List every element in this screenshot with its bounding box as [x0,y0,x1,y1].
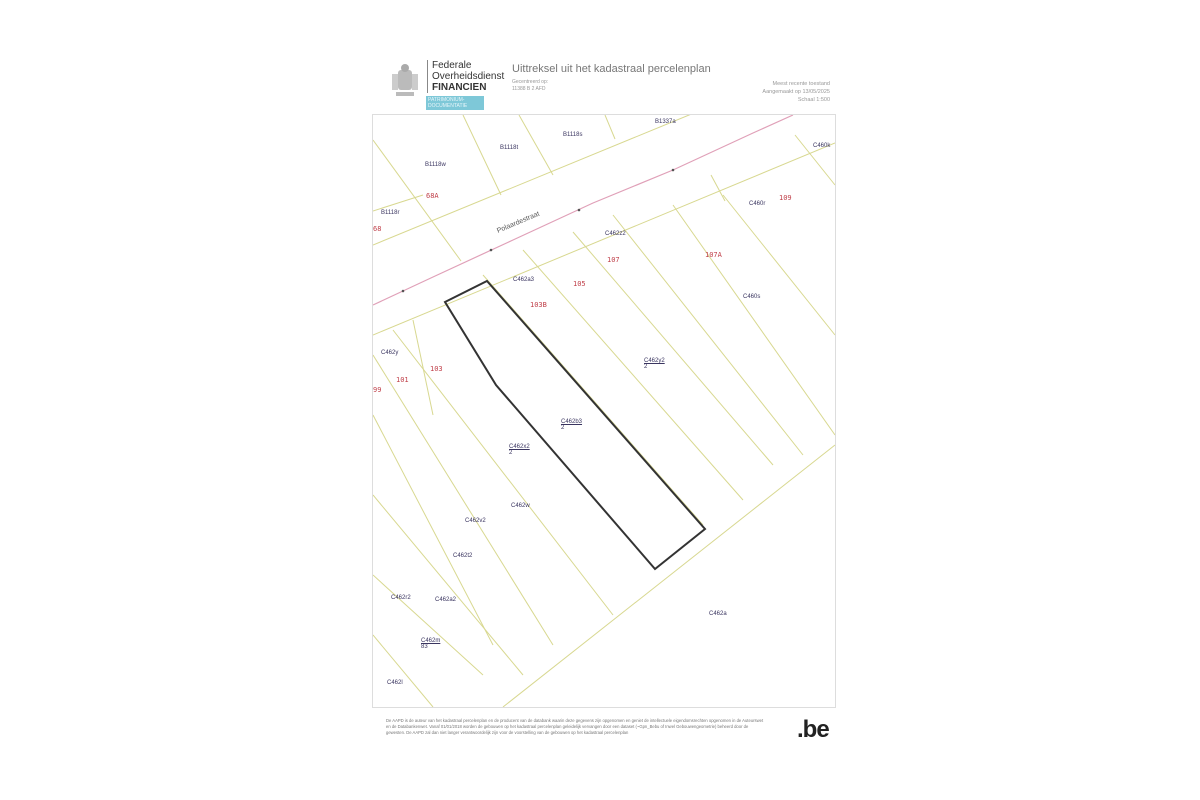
parcel-label: B1118w [425,162,446,168]
house-number: 68A [426,192,439,200]
parcel-label: C462v2 [465,518,486,524]
house-number: 109 [779,194,792,202]
parcel-label: C462y [381,350,399,356]
selected-parcel-outline [443,279,707,571]
house-number: 103B [530,301,547,309]
house-number: 99 [373,386,382,394]
parcel-label: C460k [813,143,831,149]
parcel-label: C462r2 [391,595,411,601]
parcel-label: C460r [749,201,766,207]
parcel-label: B1118s [563,132,583,138]
house-number: 103 [430,365,443,373]
parcel-label: C462a [709,611,727,617]
parcel-label: B1337a [655,119,676,125]
parcel-label: B1118r [381,210,400,216]
document-meta: Meest recente toestand Aangemaakt op 13/… [762,81,830,103]
disclaimer-text: De AAPD is de auteur van het kadastraal … [386,718,764,735]
parcel-label: C462l [387,680,403,686]
parcel-label: C462a2 [435,597,457,603]
belgian-coat-of-arms-icon [392,64,418,96]
organization-name: Federale Overheidsdienst FINANCIEN [427,60,504,93]
parcel-label: C462w [511,503,530,509]
street-name-label: Polaardestraat [496,211,541,235]
house-number: 107 [607,256,620,264]
parcel-label: C460s [743,294,761,300]
document-title: Uittreksel uit het kadastraal percelenpl… [512,63,711,75]
centered-on: Gecentreerd op: 11388 B 2 AFD [512,79,549,92]
house-number: 68 [373,225,382,233]
be-logo: .be [797,716,830,743]
department-badge: PATRIMONIUM- DOCUMENTATIE [426,96,484,110]
parcel-lines: Polaardestraat [373,115,835,707]
house-number: 101 [396,376,409,384]
parcel-label: B1118t [500,145,519,151]
house-number: 107A [705,251,722,259]
parcel-label: C462a3 [513,277,535,283]
house-number: 105 [573,280,586,288]
parcel-label: C462t2 [453,553,473,559]
parcel-label: C462z2 [605,231,626,237]
